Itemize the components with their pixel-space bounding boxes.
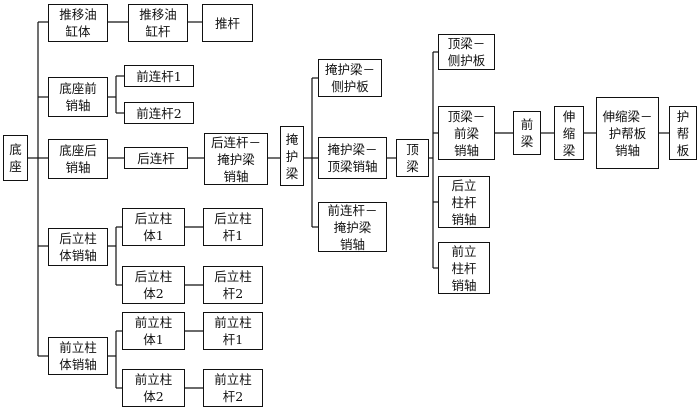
node-extension-guard-pin: 伸缩梁－ 护帮板 销轴 [596,97,659,169]
node-rear-column-rod-2: 后立柱 杆2 [203,266,263,304]
node-front-column-pin: 前立柱 体销轴 [48,337,108,375]
node-rear-column-body-2: 后立柱 体2 [122,266,185,304]
node-push-rod: 推杆 [202,4,253,42]
node-base-rear-pin: 底座后 销轴 [48,139,108,179]
node-shield-beam: 掩 护 梁 [280,126,304,186]
node-top-front-beam-pin: 顶梁－ 前梁 销轴 [438,106,495,160]
node-front-column-rod-2: 前立柱 杆2 [203,369,263,407]
node-front-link-shield-pin: 前连杆－ 掩护梁 销轴 [318,202,387,252]
node-base: 底 座 [3,135,28,181]
node-base-front-pin: 底座前 销轴 [48,77,108,117]
node-extension-beam: 伸 缩 梁 [554,106,584,160]
node-front-column-body-1: 前立柱 体1 [122,312,185,350]
node-front-link-2: 前连杆2 [124,102,194,124]
node-push-cylinder-rod: 推移油 缸杆 [128,4,188,42]
node-front-link-1: 前连杆1 [124,65,194,87]
node-shield-side-plate: 掩护梁－ 侧护板 [318,59,382,97]
node-guard-plate: 护 帮 板 [669,106,697,160]
node-top-side-plate: 顶梁－ 侧护板 [438,34,495,70]
node-front-column-rod-1: 前立柱 杆1 [203,312,263,350]
node-push-cylinder-body: 推移油 缸体 [48,4,108,42]
node-front-column-body-2: 前立柱 体2 [122,369,185,407]
node-rear-column-rod-pin: 后立 柱杆 销轴 [438,176,490,228]
node-rear-link: 后连杆 [124,147,188,169]
node-front-column-rod-pin: 前立 柱杆 销轴 [438,242,490,294]
node-rear-column-pin: 后立柱 体销轴 [48,228,108,266]
node-rear-column-body-1: 后立柱 体1 [122,208,185,246]
node-front-beam: 前 梁 [513,111,541,155]
node-shield-top-beam-pin: 掩护梁－ 顶梁销轴 [318,137,387,179]
node-rear-link-shield-pin: 后连杆－ 掩护梁 销轴 [204,133,268,185]
node-top-beam: 顶 梁 [396,139,429,177]
node-rear-column-rod-1: 后立柱 杆1 [203,208,263,246]
